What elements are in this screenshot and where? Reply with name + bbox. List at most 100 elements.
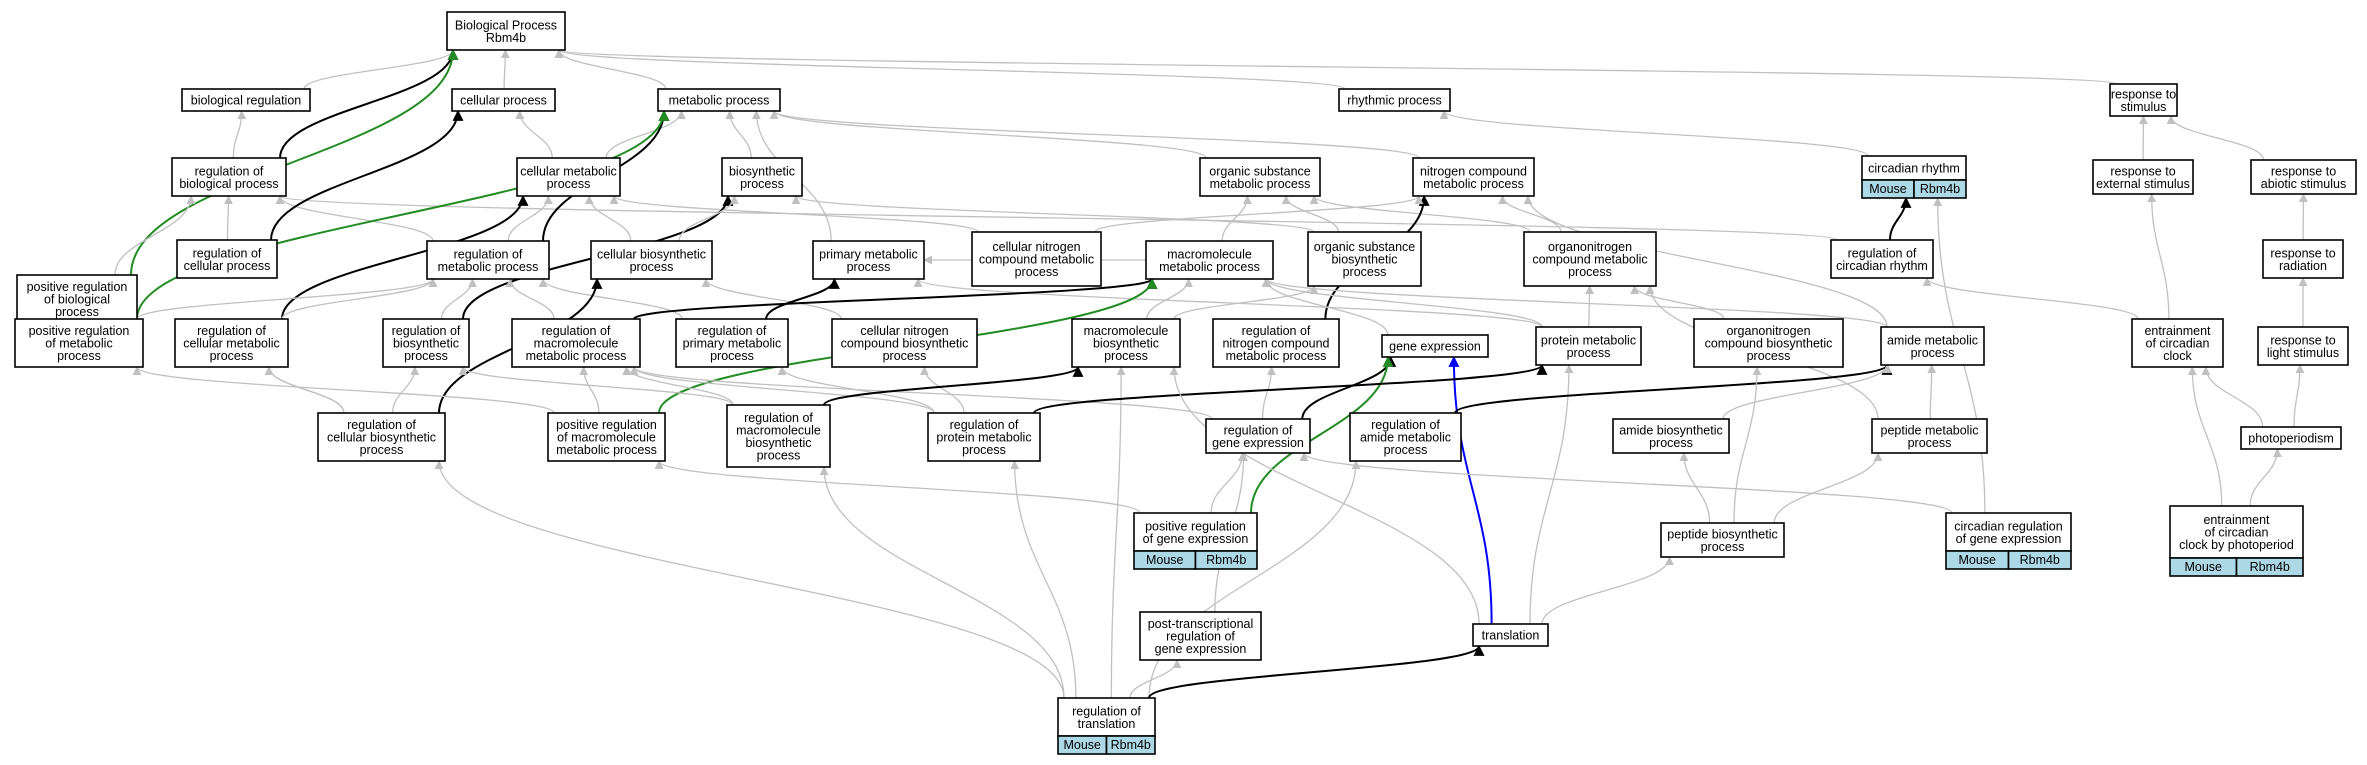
node-cellproc[interactable]: cellular process [451,88,556,112]
gene-tag: Rbm4b [2020,553,2060,567]
node-label: regulation of [698,324,767,338]
node-box [511,318,641,368]
edge-peptbiosyn-to-organonitbiosyn [1733,366,1762,524]
node-label: translation [1482,629,1540,643]
node-label: entrainment [2144,324,2211,338]
node-label: of gene expression [1143,532,1249,546]
node-box [1057,697,1156,737]
node-box [14,318,144,368]
node-box [1145,240,1274,280]
node-regmacrobiosyn[interactable]: regulation ofmacromoleculebiosyntheticpr… [726,404,831,468]
node-photo[interactable]: photoperiodism [2240,426,2342,450]
node-label: positive regulation [1145,519,1246,533]
edge-entrain-to-regcirc [1922,277,2139,320]
node-label: circadian rhythm [1868,162,1960,176]
node-label: process [962,443,1006,457]
node-translation[interactable]: translation [1472,623,1549,647]
node-label: process [1908,436,1952,450]
edge-translation-to-macrobiosyn [1169,366,1480,625]
node-box [547,412,666,462]
node-metproc[interactable]: metabolic process [657,88,781,112]
node-box [1861,155,1967,181]
node-box [171,157,287,197]
edge-regprimmet-to-regmet [538,278,683,320]
edge-posmet-to-metproc [136,109,670,320]
node-bioreg[interactable]: biological regulation [181,88,311,112]
edge-entrainphoto-to-photo [2249,448,2282,507]
node-box [2092,159,2194,195]
node-label: entrainment [2203,513,2270,527]
edge-reggene-to-regmacromet [629,366,1213,420]
node-label: Biological Process [455,18,557,32]
node-label: metabolic process [1226,349,1327,363]
edge-circreggene-to-reggene [1299,452,1953,514]
node-label: macromolecule [736,423,821,437]
node-label: nitrogen compound [1222,337,1329,351]
node-label: compound metabolic [979,253,1094,267]
node-label: macromolecule [1084,324,1169,338]
edge-bioreg-to-root [303,49,458,90]
edge-posgene-to-posmacromet [654,460,1141,514]
node-label: process [1104,349,1148,363]
node-label: cellular nitrogen [992,240,1080,254]
node-geneexp[interactable]: gene expression [1381,334,1489,358]
node-label: cellular biosynthetic [597,247,706,261]
node-label: regulation of [1371,418,1440,432]
node-rhythm[interactable]: rhythmic process [1338,88,1451,112]
tag-cell [1913,179,1967,199]
node-label: process [1384,443,1428,457]
node-label: process [883,349,927,363]
node-label: abiotic stimulus [2261,177,2346,191]
node-label: circadian regulation [1954,519,2062,533]
edge-regtrans-to-regcellbiosyn [434,460,1065,699]
